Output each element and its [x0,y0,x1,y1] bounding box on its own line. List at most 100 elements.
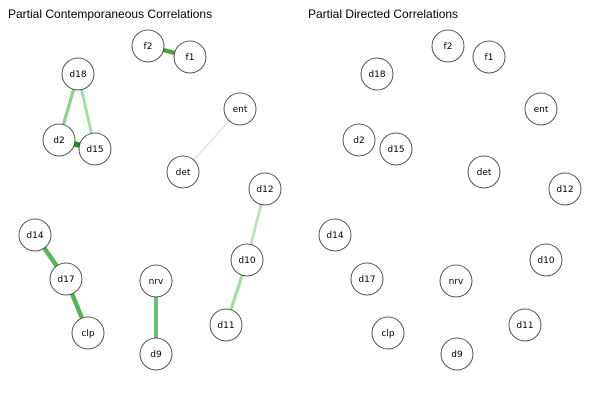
right-node-label: det [477,168,492,178]
right-node-circle [431,29,465,63]
right-node-circle [529,243,563,277]
left-node-label: d15 [86,145,103,155]
left-edge-d18-d15 [80,89,93,134]
left-node-label: d9 [150,350,162,360]
right-node-label: f1 [485,53,494,63]
right-node-nrv: nrv [439,264,473,298]
left-node-circle [173,40,207,74]
left-node-circle [139,264,173,298]
right-node-d12: d12 [548,172,582,206]
right-node-label: f2 [444,42,453,52]
left-node-f2: f2 [131,29,165,63]
left-node-label: clp [81,329,94,339]
right-node-circle [439,264,473,298]
left-edge-f2-f1 [162,47,176,56]
right-node-label: d17 [358,275,375,285]
right-node-circle [524,92,558,126]
right-node-label: nrv [449,277,464,287]
right-node-d10: d10 [529,243,563,277]
right-node-label: clp [381,329,394,339]
left-node-nrv: nrv [139,264,173,298]
left-edge-d10-d11 [229,274,244,311]
left-node-d10: d10 [230,243,264,277]
right-node-d11: d11 [508,308,542,342]
left-node-label: d14 [26,231,43,241]
right-node-label: d2 [353,136,364,146]
right-node-circle [508,308,542,342]
right-node-d9: d9 [440,337,474,371]
left-node-circle [71,316,105,350]
left-node-clp: clp [71,316,105,350]
right-node-clp: clp [371,316,405,350]
right-node-circle [440,337,474,371]
right-node-circle [360,57,394,91]
right-node-det: det [467,155,501,189]
left-node-label: det [176,168,191,178]
left-node-circle [78,132,112,166]
left-node-label: f2 [144,42,153,52]
left-node-label: f1 [186,53,195,63]
right-node-f2: f2 [431,29,465,63]
right-node-circle [318,218,352,252]
right-node-d18: d18 [360,57,394,91]
left-node-label: d10 [238,256,255,266]
left-node-circle [18,218,52,252]
left-node-label: ent [233,105,248,115]
left-node-d17: d17 [49,262,83,296]
left-node-d2: d2 [42,123,76,157]
right-node-d15: d15 [379,132,413,166]
left-node-circle [248,172,282,206]
right-node-label: d9 [451,350,463,360]
left-node-label: d2 [53,136,64,146]
left-node-d18: d18 [61,57,95,91]
left-node-circle [230,243,264,277]
left-node-label: d11 [217,321,234,331]
left-node-ent: ent [223,92,257,126]
left-node-label: d12 [256,185,273,195]
right-node-d14: d14 [318,218,352,252]
right-node-ent: ent [524,92,558,126]
left-node-circle [139,337,173,371]
left-node-circle [61,57,95,91]
left-node-label: d17 [57,275,74,285]
right-node-d2: d2 [342,123,376,157]
left-node-circle [166,155,200,189]
right-node-label: d18 [368,70,385,80]
right-node-label: d11 [516,321,533,331]
right-node-label: d12 [556,185,573,195]
right-node-label: d15 [387,145,404,155]
left-node-d12: d12 [248,172,282,206]
right-node-f1: f1 [472,40,506,74]
right-node-label: ent [534,105,549,115]
right-node-label: d10 [537,256,554,266]
left-node-circle [223,92,257,126]
right-node-circle [379,132,413,166]
left-edge-ent-det [193,120,230,161]
left-node-circle [131,29,165,63]
left-node-d11: d11 [209,308,243,342]
right-node-circle [371,316,405,350]
right-node-circle [472,40,506,74]
right-node-circle [467,155,501,189]
right-node-circle [342,123,376,157]
left-edge-d12-d10 [249,204,263,245]
left-node-circle [209,308,243,342]
left-edge-d17-clp [69,292,85,320]
left-node-circle [49,262,83,296]
left-node-d15: d15 [78,132,112,166]
left-edge-d14-d17 [42,246,59,268]
right-panel-title: Partial Directed Correlations [308,7,459,21]
left-node-det: det [166,155,200,189]
left-node-d14: d14 [18,218,52,252]
left-node-circle [42,123,76,157]
right-node-circle [350,262,384,296]
right-node-d17: d17 [350,262,384,296]
left-panel-title: Partial Contemporaneous Correlations [8,7,213,21]
left-node-label: d18 [69,70,86,80]
right-node-label: d14 [326,231,343,241]
right-node-circle [548,172,582,206]
left-node-label: nrv [149,277,164,287]
left-edge-d18-d2 [61,88,76,126]
left-node-f1: f1 [173,40,207,74]
